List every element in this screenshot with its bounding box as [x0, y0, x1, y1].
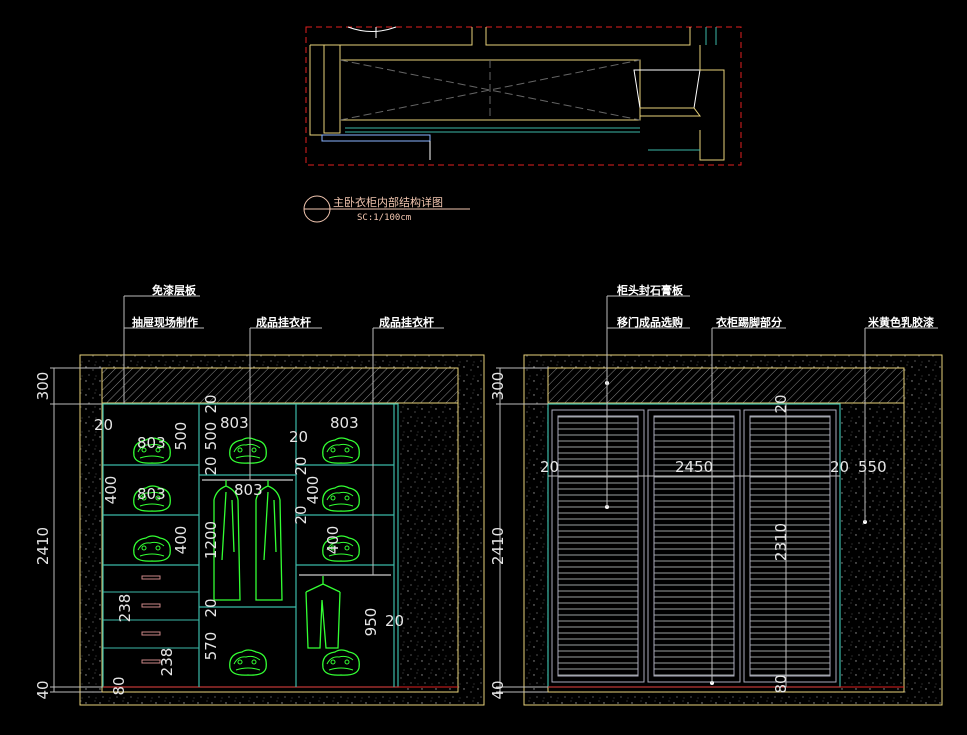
dim-left-2410: 2410 [34, 527, 52, 565]
dim-right-2410: 2410 [489, 527, 507, 565]
dim-left-803b: 803 [137, 485, 166, 503]
dim-left-570: 570 [202, 632, 220, 661]
label-sliding-door: 移门成品选购 [617, 316, 683, 329]
dim-left-238b: 238 [158, 648, 176, 677]
dim-right-2450: 2450 [675, 458, 713, 476]
plan-view [305, 26, 742, 166]
dim-left-20h: 20 [385, 612, 404, 630]
dim-left-80: 80 [110, 676, 128, 695]
drawing-scale: SC:1/100cm [357, 213, 412, 223]
dim-right-40: 40 [489, 680, 507, 699]
dim-left-20a: 20 [94, 416, 113, 434]
dim-left-238a: 238 [116, 594, 134, 623]
dim-left-20c: 20 [202, 456, 220, 475]
dim-right-20b: 20 [830, 458, 849, 476]
dim-left-500a: 500 [172, 422, 190, 451]
dim-right-2310: 2310 [772, 523, 790, 561]
dim-right-550: 550 [858, 458, 887, 476]
dim-right-20c: 20 [772, 394, 790, 413]
left-elevation [79, 354, 485, 706]
dim-left-40: 40 [34, 680, 52, 699]
label-latex-paint: 米黄色乳胶漆 [868, 316, 934, 329]
dim-left-1200: 1200 [202, 521, 220, 559]
dim-left-803d: 803 [330, 414, 359, 432]
left-dimension-lines [50, 295, 444, 693]
dim-left-803c: 803 [220, 414, 249, 432]
dim-left-803e: 803 [234, 481, 263, 499]
right-elevation [523, 354, 943, 706]
dim-left-400a: 400 [102, 476, 120, 505]
dim-left-400d: 400 [324, 526, 342, 555]
dim-right-80: 80 [772, 674, 790, 693]
label-hanging-rod-2: 成品挂衣杆 [379, 316, 434, 329]
dim-left-20b: 20 [202, 394, 220, 413]
dim-left-803a: 803 [137, 434, 166, 452]
dim-left-20f: 20 [292, 505, 310, 524]
dim-left-20g: 20 [202, 598, 220, 617]
dim-left-400c: 400 [304, 476, 322, 505]
right-dimensions: 300 2410 40 20 2450 20 550 20 2310 80 [489, 372, 887, 700]
dim-left-950: 950 [362, 608, 380, 637]
label-hanging-rod-1: 成品挂衣杆 [256, 316, 311, 329]
label-drawer-onsite: 抽屉现场制作 [132, 316, 198, 329]
label-free-paint-shelf: 免漆层板 [152, 284, 196, 297]
left-dimensions: 300 2410 40 20 803 803 803 803 803 500 2… [34, 372, 404, 700]
dim-left-20d: 20 [289, 428, 308, 446]
dim-right-300: 300 [489, 372, 507, 401]
label-top-gypsum: 柜头封石膏板 [617, 284, 683, 297]
drawing-title: 主卧衣柜内部结构详图 [333, 196, 443, 209]
dim-left-300: 300 [34, 372, 52, 401]
dim-left-400b: 400 [172, 526, 190, 555]
right-dimension-lines [496, 295, 938, 693]
label-kick-board: 衣柜踢脚部分 [716, 316, 782, 329]
dim-left-20e: 20 [292, 456, 310, 475]
dim-left-500b: 500 [202, 422, 220, 451]
dim-right-20a: 20 [540, 458, 559, 476]
